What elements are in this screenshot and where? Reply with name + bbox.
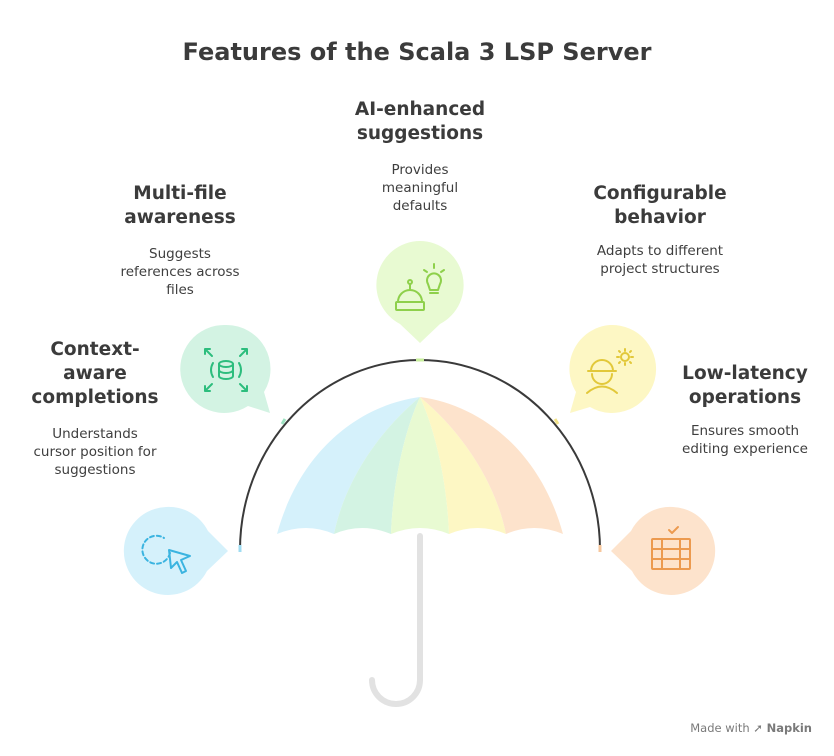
- desc-line: Provides: [391, 162, 449, 178]
- canopy-panel-ai: [391, 397, 449, 534]
- arc-tick-multi-file: [280, 418, 287, 425]
- database-expand-icon: [204, 348, 248, 392]
- desc-line: defaults: [392, 198, 448, 214]
- worker-gear-icon: [586, 348, 634, 394]
- made-with-label: Made with: [690, 721, 750, 735]
- footer-credit: Made with ➚ Napkin: [690, 721, 812, 735]
- brand-name: Napkin: [766, 721, 812, 735]
- context-aware-heading: Context- aware completions: [20, 338, 170, 410]
- ai-enhanced-heading: AI-enhanced suggestions: [330, 98, 510, 146]
- heading-line: awareness: [124, 207, 236, 228]
- page-title: Features of the Scala 3 LSP Server: [182, 38, 652, 66]
- configurable-heading: Configurable behavior: [570, 182, 750, 230]
- napkin-logo-icon: ➚: [753, 721, 763, 735]
- heading-line: Context-: [50, 339, 140, 360]
- heading-line: suggestions: [356, 123, 484, 144]
- context-aware-description: Understands cursor position for suggesti…: [20, 425, 170, 479]
- ai-enhanced-description: Provides meaningful defaults: [330, 161, 510, 215]
- heading-line: completions: [31, 387, 159, 408]
- desc-line: Suggests: [149, 246, 211, 262]
- low-latency-description: Ensures smooth editing experience: [660, 422, 830, 458]
- umbrella-canopy: [277, 397, 563, 534]
- multi-file-bubble: [180, 324, 271, 413]
- heading-line: Low-latency: [682, 363, 808, 384]
- canopy-panel-low-latency: [420, 397, 563, 534]
- heading-line: operations: [688, 387, 802, 408]
- desc-line: suggestions: [54, 462, 136, 478]
- desc-line: meaningful: [381, 180, 459, 196]
- desc-line: project structures: [600, 261, 720, 277]
- heading-line: Configurable: [593, 183, 727, 204]
- multi-file-heading: Multi-file awareness: [105, 182, 255, 230]
- canopy-panel-configurable: [420, 397, 506, 534]
- multi-file-description: Suggests references across files: [105, 245, 255, 299]
- desc-line: editing experience: [682, 441, 808, 457]
- desc-line: cursor position for: [33, 444, 157, 460]
- low-latency-heading: Low-latency operations: [660, 362, 830, 410]
- ai-enhanced-bubble: [376, 241, 464, 343]
- umbrella-handle: [369, 533, 423, 707]
- desc-line: Adapts to different: [596, 243, 724, 259]
- desc-line: Ensures smooth: [690, 423, 800, 439]
- arc-tick-configurable: [553, 418, 560, 425]
- low-latency-bubble: [611, 506, 716, 595]
- canopy-panel-context: [277, 397, 420, 534]
- heading-line: aware: [63, 363, 127, 384]
- heading-line: AI-enhanced: [354, 99, 486, 120]
- server-check-icon: [651, 526, 691, 570]
- heading-line: behavior: [614, 207, 706, 228]
- desc-line: references across: [120, 264, 240, 280]
- heading-line: Multi-file: [133, 183, 227, 204]
- desc-line: files: [166, 282, 194, 298]
- cursor-icon: [141, 534, 191, 574]
- desc-line: Understands: [52, 426, 138, 442]
- canopy-panel-multi-file: [334, 397, 420, 534]
- robot-lightbulb-icon: [395, 263, 445, 311]
- context-aware-bubble: [123, 506, 228, 595]
- configurable-description: Adapts to different project structures: [570, 242, 750, 278]
- configurable-bubble: [569, 324, 657, 413]
